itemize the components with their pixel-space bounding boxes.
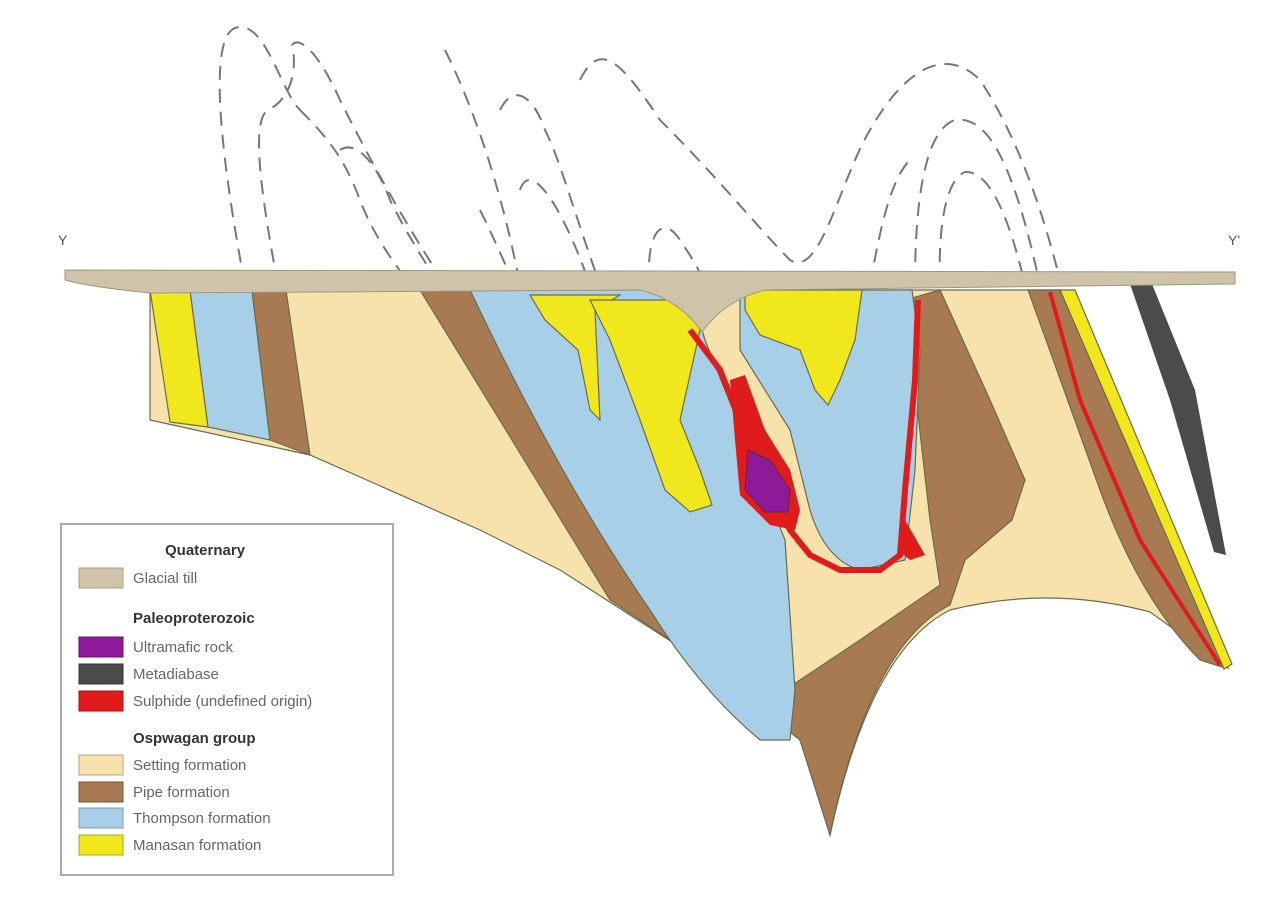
fold-trace — [218, 26, 301, 286]
legend-group-title: Paleoproterozoic — [133, 610, 255, 627]
legend-item-label: Sulphide (undefined origin) — [133, 693, 312, 710]
fold-trace — [938, 170, 1026, 286]
legend-item-label: Glacial till — [133, 570, 197, 587]
legend-item-label: Thompson formation — [133, 810, 271, 827]
thompson-formation-east — [739, 289, 921, 571]
manasan-formation-east — [1059, 289, 1233, 670]
fold-trace — [258, 41, 446, 286]
thompson-formation-main — [469, 289, 796, 741]
legend-group-title: Ospwagan group — [133, 730, 256, 747]
fold-trace — [444, 49, 521, 286]
ultramafic-rock — [744, 449, 791, 513]
glacial-till — [64, 269, 1236, 333]
fold-trace — [648, 226, 706, 286]
fold-trace — [499, 94, 601, 286]
legend-item-label: Ultramafic rock — [133, 639, 234, 656]
sulphide-body — [898, 520, 925, 560]
section-label-right: Y' — [1228, 232, 1240, 248]
section-label-left: Y — [58, 232, 68, 248]
pipe-formation-main — [418, 289, 1026, 838]
legend-item-label: Metadiabase — [133, 666, 219, 683]
fold-trace — [869, 159, 911, 286]
sulphide-east — [1048, 291, 1222, 667]
legend-item-label: Manasan formation — [133, 837, 261, 854]
projected-fold-traces — [218, 26, 1061, 286]
fold-trace — [299, 109, 411, 286]
metadiabase-dyke — [1130, 284, 1226, 555]
legend-item-label: Setting formation — [133, 757, 246, 774]
legend: Quaternary Glacial till Paleoproterozoic… — [60, 523, 394, 876]
fold-trace — [339, 146, 441, 286]
manasan-formation-finger — [528, 294, 623, 422]
fold-trace — [914, 118, 1041, 286]
legend-group-title: Quaternary — [165, 542, 246, 559]
fold-trace — [519, 179, 591, 286]
manasan-formation-finger — [744, 289, 863, 407]
legend-item-label: Pipe formation — [133, 784, 230, 801]
fold-trace — [579, 58, 1061, 281]
